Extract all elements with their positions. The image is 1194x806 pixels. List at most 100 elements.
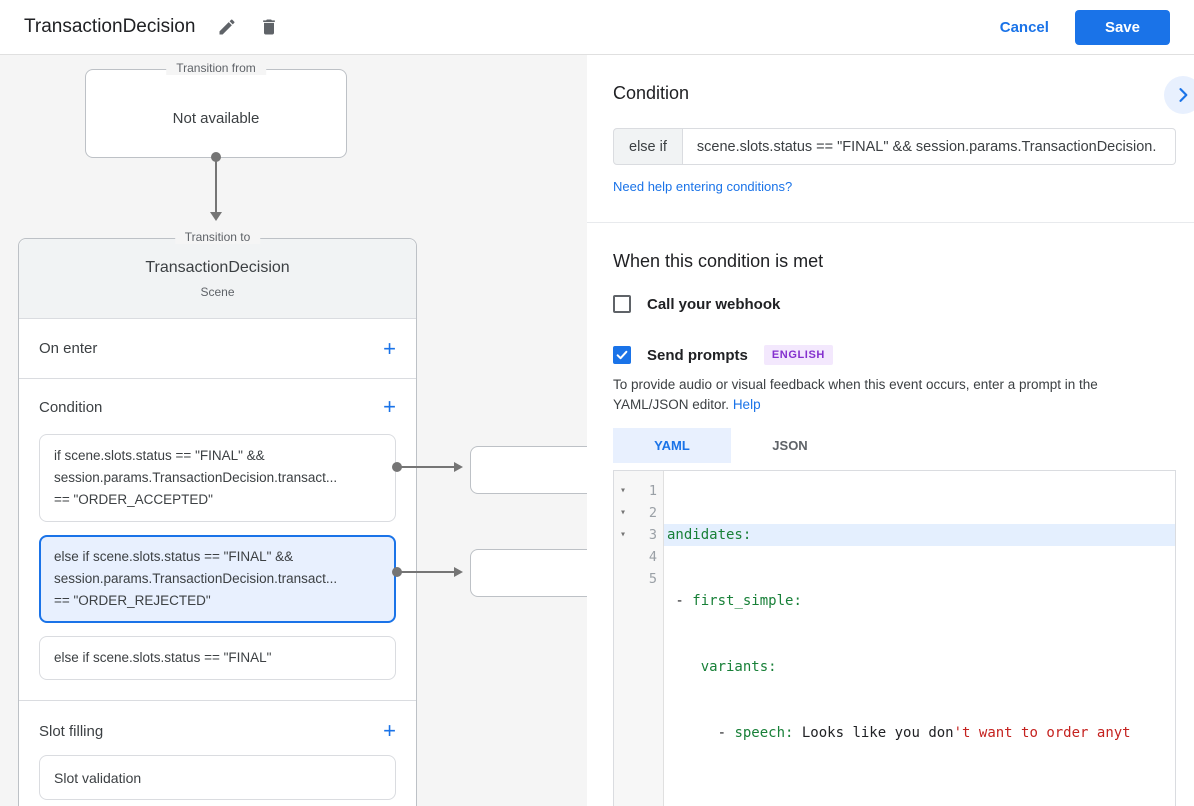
code-line: andidates:: [664, 524, 1175, 546]
code-token: Looks like you don: [793, 725, 954, 741]
code-token: first_simple:: [692, 593, 802, 609]
scene-card-header: TransactionDecision Scene: [19, 239, 416, 319]
conditions-help-link[interactable]: Need help entering conditions?: [613, 179, 793, 194]
trash-icon: [259, 17, 279, 37]
connector-dot: [392, 567, 402, 577]
webhook-row: Call your webhook: [613, 295, 780, 313]
connector-dot: [211, 152, 221, 162]
fold-toggle-icon[interactable]: ▾: [619, 507, 627, 518]
line-number: 4: [648, 549, 657, 565]
panel-title: Condition: [613, 83, 690, 103]
code-line: - speech: Looks like you don't want to o…: [664, 722, 1175, 744]
code-token: -: [667, 725, 735, 741]
on-enter-label: On enter: [39, 340, 98, 357]
app-header: TransactionDecision Cancel Save: [0, 0, 1194, 55]
tab-json[interactable]: JSON: [772, 438, 808, 453]
code-token: variants:: [700, 659, 777, 675]
code-line: variants:: [664, 656, 1175, 678]
panel-divider: [587, 222, 1194, 223]
arrow-right-icon: [454, 462, 463, 472]
edit-title-button[interactable]: [217, 17, 237, 37]
language-badge: ENGLISH: [763, 345, 833, 365]
line-number: 5: [648, 571, 657, 587]
arrow-down-icon: [210, 212, 222, 221]
page-title: TransactionDecision: [24, 16, 196, 37]
prompts-description: To provide audio or visual feedback when…: [613, 375, 1171, 415]
collapse-panel-button[interactable]: [1164, 76, 1194, 114]
condition-editor-panel: Condition else if Need help entering con…: [587, 55, 1194, 806]
scene-type-label: Scene: [200, 285, 235, 299]
condition-met-title: When this condition is met: [613, 251, 824, 271]
add-slot-button[interactable]: +: [383, 718, 396, 743]
transition-from-value: Not available: [172, 110, 260, 127]
condition-card-final[interactable]: else if scene.slots.status == "FINAL": [39, 636, 396, 680]
connector-line: [215, 160, 217, 212]
yaml-editor[interactable]: ▾ 1 ▾ 2 ▾ 3 4 5 andidates: - first_simpl: [613, 470, 1176, 806]
flow-canvas: Transition from Not available Transition…: [0, 55, 587, 806]
code-token: -: [667, 593, 693, 609]
condition-prefix-label: else if: [613, 128, 683, 165]
fold-toggle-icon[interactable]: ▾: [619, 529, 627, 540]
editor-gutter: ▾ 1 ▾ 2 ▾ 3 4 5: [614, 471, 664, 806]
prompts-help-link[interactable]: Help: [732, 397, 761, 412]
condition-card-order-rejected[interactable]: else if scene.slots.status == "FINAL" &&…: [39, 535, 396, 623]
condition-section-label: Condition: [39, 398, 103, 416]
line-number: 3: [648, 527, 657, 543]
send-prompts-label: Send prompts: [647, 346, 748, 364]
webhook-label: Call your webhook: [647, 295, 781, 313]
fold-spacer: [614, 546, 632, 568]
check-icon: [615, 348, 629, 362]
transition-to-legend: Transition to: [174, 230, 261, 244]
pencil-icon: [217, 17, 237, 37]
tab-yaml[interactable]: YAML: [613, 428, 731, 463]
code-line: [664, 788, 1175, 806]
condition-section: Condition + if scene.slots.status == "FI…: [19, 379, 416, 701]
transition-from-legend: Transition from: [166, 61, 266, 75]
condition-card-order-accepted[interactable]: if scene.slots.status == "FINAL" && sess…: [39, 434, 396, 522]
transition-from-box: Transition from Not available: [85, 61, 347, 158]
arrow-right-icon: [454, 567, 463, 577]
line-number: 2: [648, 505, 657, 521]
condition-input-row: else if: [613, 128, 1176, 165]
code-token: 't want to order anyt: [953, 725, 1131, 741]
condition-text: session.params.TransactionDecision.trans…: [54, 470, 338, 485]
condition-text: else if scene.slots.status == "FINAL": [54, 650, 272, 665]
chevron-right-icon: [1173, 85, 1193, 105]
scene-name: TransactionDecision: [145, 259, 290, 276]
fold-toggle-icon[interactable]: ▾: [619, 485, 627, 496]
webhook-checkbox[interactable]: [613, 295, 631, 313]
transition-target-box[interactable]: [470, 446, 587, 494]
code-token: speech:: [734, 725, 794, 741]
condition-text: else if scene.slots.status == "FINAL" &&: [54, 549, 294, 564]
slot-filling-section: Slot filling + Slot validation: [19, 701, 416, 806]
code-token: andidates:: [667, 527, 752, 543]
delete-scene-button[interactable]: [259, 17, 279, 37]
condition-expression-input[interactable]: [682, 128, 1176, 165]
slot-filling-label: Slot filling: [39, 722, 104, 740]
scene-card: Transition to TransactionDecision Scene …: [18, 230, 417, 806]
condition-text: == "ORDER_ACCEPTED": [54, 492, 213, 507]
on-enter-row: On enter +: [19, 319, 416, 379]
prompts-description-text: To provide audio or visual feedback when…: [613, 377, 1098, 412]
connector-line: [398, 466, 454, 468]
editor-tabs: YAML JSON: [613, 428, 849, 463]
condition-text: if scene.slots.status == "FINAL" &&: [54, 448, 265, 463]
add-condition-button[interactable]: +: [383, 394, 396, 419]
send-prompts-row: Send prompts ENGLISH: [613, 345, 833, 365]
code-token: [667, 659, 701, 675]
condition-text: == "ORDER_REJECTED": [54, 593, 211, 608]
line-number: 1: [648, 483, 657, 499]
condition-text: session.params.TransactionDecision.trans…: [54, 571, 338, 586]
add-on-enter-button[interactable]: +: [383, 335, 396, 361]
connector-line: [398, 571, 454, 573]
slot-card-label: Slot validation: [54, 769, 142, 786]
connector-dot: [392, 462, 402, 472]
fold-spacer: [614, 568, 632, 590]
cancel-button[interactable]: Cancel: [999, 18, 1049, 36]
slot-validation-card[interactable]: Slot validation: [39, 755, 396, 800]
transition-target-box[interactable]: [470, 549, 587, 597]
editor-code-area[interactable]: andidates: - first_simple: variants: - s…: [664, 471, 1175, 806]
send-prompts-checkbox[interactable]: [613, 346, 631, 364]
code-line: - first_simple:: [664, 590, 1175, 612]
save-button[interactable]: Save: [1074, 9, 1170, 45]
